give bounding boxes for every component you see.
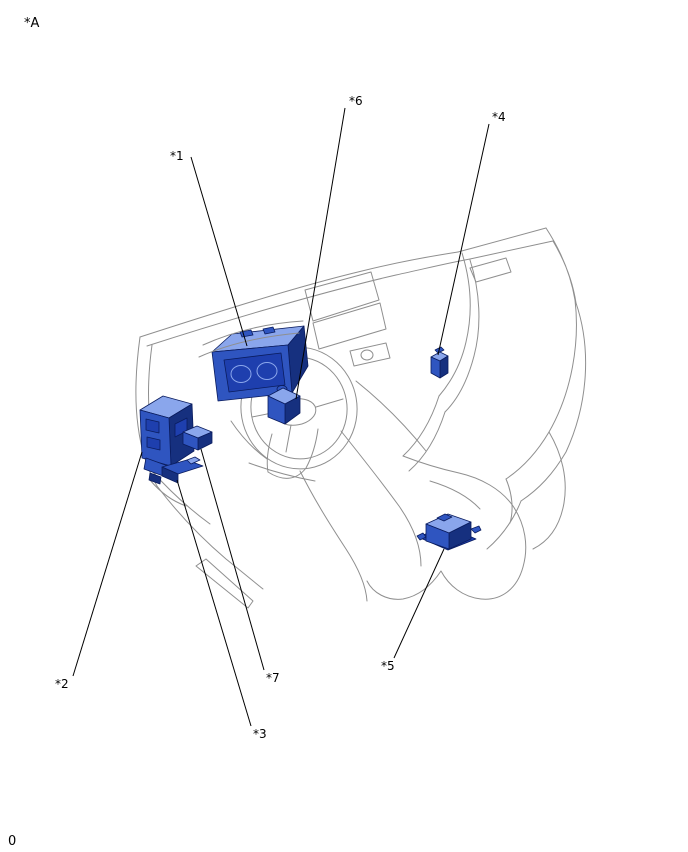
floor-inner-line (429, 480, 481, 510)
callout-line-7 (200, 448, 265, 671)
highlighted-parts (139, 325, 482, 551)
cluster-hood-arcs (198, 320, 304, 358)
cowl-top-line (139, 251, 459, 338)
bracket-tab (186, 456, 201, 465)
glovebox-lines (402, 395, 446, 472)
center-display-and-vents (304, 271, 387, 350)
dash-right-end-lines (438, 252, 480, 413)
footer-marker: 0 (8, 834, 16, 849)
floor-ecu-front (425, 523, 450, 550)
right-vent (469, 257, 512, 283)
callout-line-6 (295, 107, 346, 400)
steering-column (266, 428, 319, 479)
junction-box-slot-a (145, 418, 160, 434)
callout-label-2: *2 (55, 677, 69, 691)
part-2-junction-box (139, 395, 195, 485)
floor-ecu-connector (436, 513, 453, 522)
callout-label-1: *1 (170, 149, 184, 163)
relay-front (182, 431, 199, 451)
a-pillar-lines (457, 227, 554, 260)
console-top-line (355, 380, 427, 452)
callout-label-6: *6 (349, 94, 363, 108)
callout-line-1 (190, 156, 248, 347)
cluster-tab-right (262, 326, 276, 335)
junction-box-front (139, 409, 172, 467)
callout-label-4: *4 (492, 110, 506, 124)
under-cluster-lines (230, 420, 316, 482)
column-module-front (267, 395, 286, 425)
cluster-gauge-right (256, 362, 278, 380)
corner-marker: *A (24, 16, 40, 31)
part-5-floor-ecu (416, 513, 482, 551)
callout-label-5: *5 (381, 659, 395, 673)
door-opening-lines (505, 299, 587, 502)
overlay-line-art (198, 320, 304, 358)
sensor-front (430, 356, 441, 379)
console-side-lines (299, 430, 422, 602)
door-sill-strip (195, 558, 254, 609)
pillar-post-lines (545, 227, 577, 304)
callout-label-7: *7 (266, 671, 280, 685)
part-4-sensor (430, 346, 449, 379)
lower-left-trim-lines (150, 469, 264, 590)
floor-ecu-tab-left (416, 532, 427, 541)
cluster-gauge-left (230, 365, 252, 383)
floor-hump-outline (366, 455, 527, 600)
junction-box-foot (148, 472, 162, 485)
seat-front-line (532, 431, 566, 550)
dashboard-line-art (135, 227, 587, 609)
door-lower-lines (486, 478, 522, 550)
callouts: *1 *2 *3 *4 *5 *6 *7 (55, 94, 506, 741)
callout-line-5 (393, 548, 445, 659)
cowl-front-line (146, 258, 471, 347)
cluster-screen (223, 352, 286, 393)
part-6-column-module (267, 385, 301, 425)
part-7-relay (182, 425, 213, 451)
callout-label-3: *3 (253, 727, 267, 741)
part-1-instrument-cluster (211, 325, 309, 402)
switch-panel (349, 342, 391, 367)
callout-line-3 (176, 479, 252, 727)
callout-line-2 (72, 451, 143, 677)
junction-box-slot-b (146, 436, 161, 451)
start-button (360, 349, 374, 361)
floor-ecu-tab-right (470, 525, 482, 534)
callout-line-4 (437, 123, 490, 356)
